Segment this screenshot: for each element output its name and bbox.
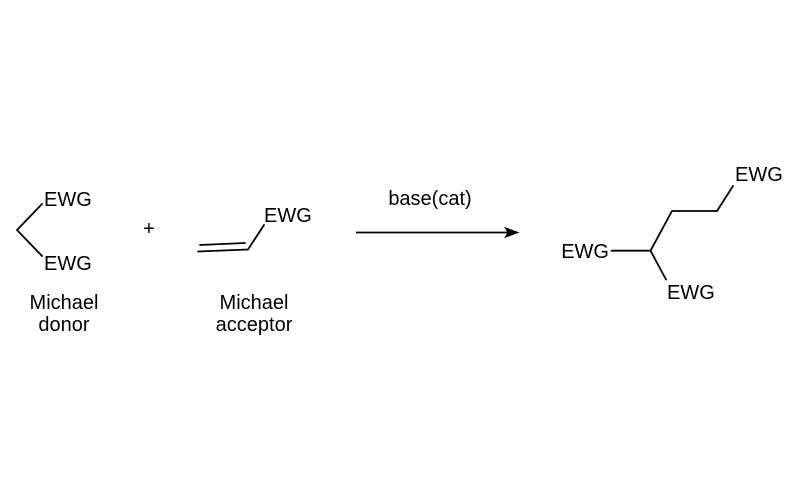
acceptor-ewg-label: EWG: [264, 205, 312, 227]
acceptor-vinyl-bonds: [197, 224, 265, 253]
product-ewg-left-label: EWG: [561, 241, 609, 263]
product-bottom-ewg-bond: [649, 249, 667, 281]
arrow-condition-label: base(cat): [388, 188, 471, 210]
product-ewg-bottom-label: EWG: [667, 282, 715, 304]
arrow-head-icon: [504, 226, 520, 239]
donor-caption-line2: donor: [38, 314, 89, 336]
plus-sign: +: [143, 218, 155, 240]
donor-caption-line1: Michael: [30, 292, 99, 314]
acceptor-caption-line2: acceptor: [216, 314, 293, 336]
reaction-arrow: base(cat): [356, 188, 520, 239]
michael-acceptor-structure: EWG Michael acceptor: [197, 205, 312, 336]
product-ewg-top-right-label: EWG: [735, 164, 783, 186]
donor-ewg-top-label: EWG: [44, 189, 92, 211]
donor-ewg-bottom-label: EWG: [44, 253, 92, 275]
acceptor-double-bond-inner-line: [199, 242, 246, 246]
michael-donor-structure: EWG EWG Michael donor: [16, 189, 99, 336]
product-structure: EWG EWG EWG: [561, 164, 783, 304]
donor-methylene-bonds: [16, 203, 43, 257]
product-chain-bonds: [649, 185, 734, 252]
acceptor-caption-line1: Michael: [220, 292, 289, 314]
